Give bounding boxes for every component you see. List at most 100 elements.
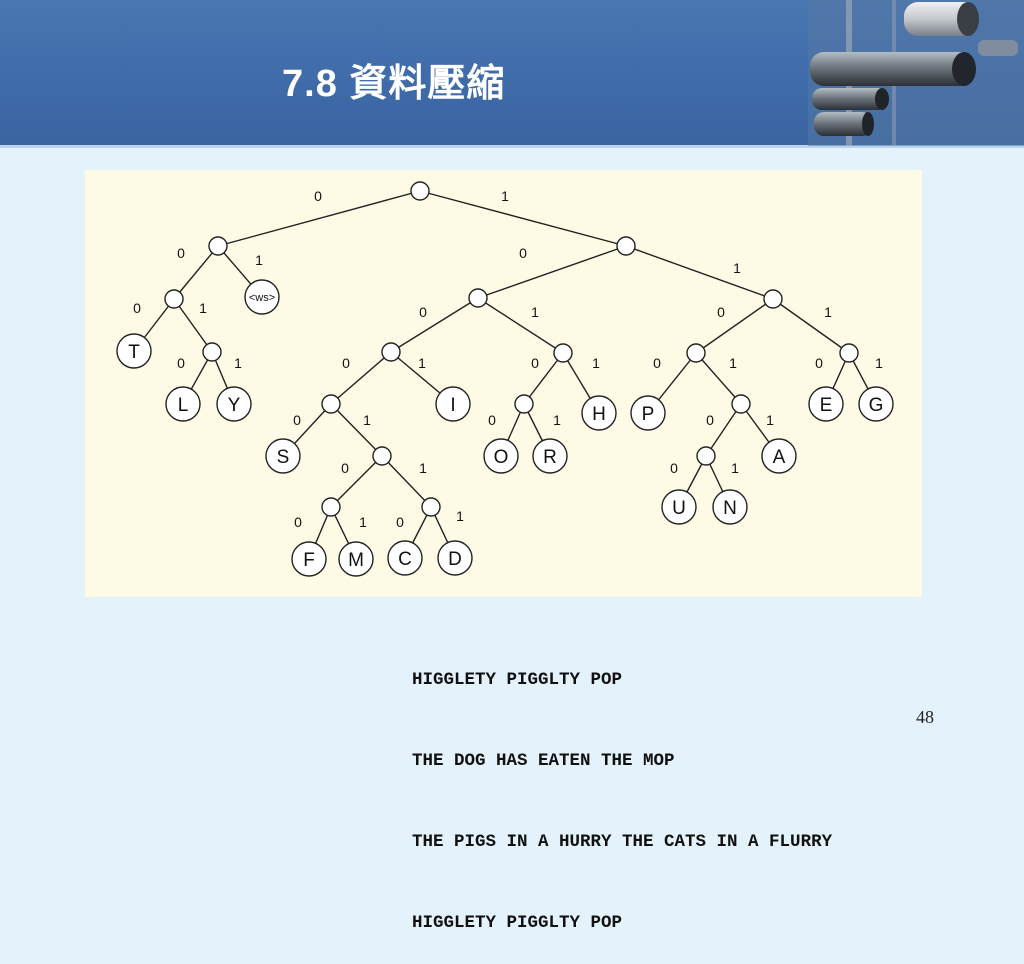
internal-node — [468, 288, 488, 308]
tree-edge — [477, 245, 627, 299]
page-number: 48 — [916, 707, 934, 727]
leaf-node: U — [661, 489, 697, 525]
leaf-circle — [338, 541, 374, 577]
leaf-node: S — [265, 438, 301, 474]
edge-bit-label: 1 — [766, 412, 774, 428]
leaf-circle — [808, 386, 844, 422]
edge-bit-label: 1 — [363, 412, 371, 428]
leaf-node: O — [483, 438, 519, 474]
leaf-circle — [532, 438, 568, 474]
leaf-node: F — [291, 541, 327, 577]
edge-bit-label: 0 — [341, 460, 349, 476]
leaf-node: H — [581, 395, 617, 431]
internal-node — [321, 394, 341, 414]
leaf-circle — [387, 540, 423, 576]
edge-bit-label: 0 — [314, 188, 322, 204]
tree-edge — [217, 190, 421, 247]
leaf-label: M — [348, 550, 364, 571]
internal-node — [421, 497, 441, 517]
tree-edge — [772, 298, 850, 354]
internal-node — [763, 289, 783, 309]
leaf-label: H — [592, 404, 606, 425]
internal-node — [208, 236, 228, 256]
leaf-label: N — [723, 498, 737, 519]
internal-node — [616, 236, 636, 256]
edge-bit-label: 1 — [456, 508, 464, 524]
internal-node — [553, 343, 573, 363]
internal-node — [514, 394, 534, 414]
leaf-label: A — [773, 447, 786, 468]
leaf-label: P — [642, 404, 655, 425]
tree-edge — [695, 298, 774, 354]
tree-edge — [330, 351, 392, 405]
internal-node — [731, 394, 751, 414]
leaf-label: I — [450, 395, 455, 416]
edge-bit-label: 1 — [733, 260, 741, 276]
edge-bit-label: 0 — [133, 300, 141, 316]
edge-bit-label: 1 — [359, 514, 367, 530]
edge-bit-label: 1 — [875, 355, 883, 371]
leaf-node: A — [761, 438, 797, 474]
leaf-circle — [483, 438, 519, 474]
leaf-label: <ws> — [249, 292, 275, 304]
leaf-label: R — [543, 447, 557, 468]
internal-node — [410, 181, 430, 201]
edge-bit-label: 1 — [419, 460, 427, 476]
leaf-circle — [165, 386, 201, 422]
tree-edge — [477, 297, 564, 354]
internal-node — [164, 289, 184, 309]
edge-bit-label: 0 — [294, 514, 302, 530]
leaf-node: M — [338, 541, 374, 577]
leaf-node: E — [808, 386, 844, 422]
leaf-circle — [291, 541, 327, 577]
edge-bit-label: 0 — [531, 355, 539, 371]
leaf-circle — [435, 386, 471, 422]
internal-node — [686, 343, 706, 363]
tree-edge — [330, 455, 383, 508]
leaf-circle — [858, 386, 894, 422]
edge-bit-label: 1 — [501, 188, 509, 204]
tree-edge — [381, 455, 432, 508]
header-divider — [0, 145, 1024, 148]
edge-bit-label: 0 — [653, 355, 661, 371]
tree-edge — [625, 245, 774, 300]
leaf-label: F — [303, 550, 315, 571]
internal-node — [381, 342, 401, 362]
internal-node — [321, 497, 341, 517]
edge-bit-label: 0 — [519, 245, 527, 261]
edge-bit-label: 0 — [177, 355, 185, 371]
leaf-node: P — [630, 395, 666, 431]
leaf-node: I — [435, 386, 471, 422]
leaf-label: Y — [228, 395, 241, 416]
edge-bit-label: 1 — [731, 460, 739, 476]
leaf-circle — [712, 489, 748, 525]
pipes-photo-decoration — [808, 0, 1024, 146]
edge-bit-label: 0 — [342, 355, 350, 371]
leaf-label: U — [672, 498, 686, 519]
leaf-label: O — [494, 447, 509, 468]
sample-text-line: HIGGLETY PIGGLTY POP — [412, 913, 623, 933]
edge-bit-label: 1 — [531, 304, 539, 320]
tree-edge — [173, 245, 219, 300]
edge-bit-label: 1 — [199, 300, 207, 316]
leaf-node: <ws> — [244, 279, 280, 315]
edge-bit-label: 1 — [729, 355, 737, 371]
leaf-label: C — [398, 549, 412, 570]
edge-bit-label: 0 — [396, 514, 404, 530]
leaf-label: S — [277, 447, 290, 468]
leaf-label: G — [869, 395, 884, 416]
leaf-circle — [661, 489, 697, 525]
edge-bit-label: 0 — [419, 304, 427, 320]
edge-bit-label: 1 — [234, 355, 242, 371]
leaf-node: D — [437, 540, 473, 576]
edge-bit-label: 1 — [824, 304, 832, 320]
internal-node — [696, 446, 716, 466]
leaf-circle — [630, 395, 666, 431]
edge-bit-label: 0 — [488, 412, 496, 428]
leaf-circle — [761, 438, 797, 474]
tree-edge — [695, 352, 742, 405]
sample-text: HIGGLETY PIGGLTY POP THE DOG HAS EATEN T… — [412, 613, 832, 964]
leaf-label: L — [178, 395, 189, 416]
sample-text-line: THE PIGS IN A HURRY THE CATS IN A FLURRY — [412, 832, 833, 852]
